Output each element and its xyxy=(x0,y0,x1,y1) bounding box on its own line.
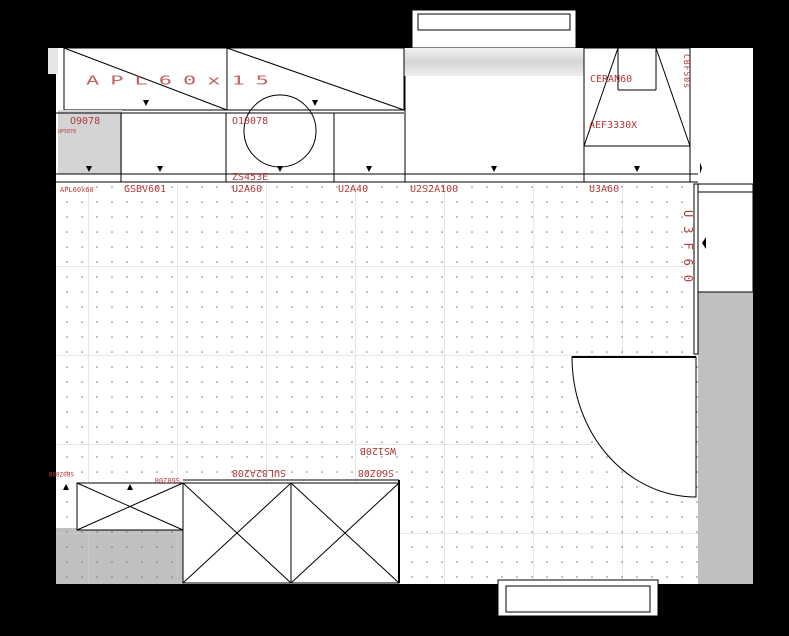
label-cbf50s: CBF50s xyxy=(682,54,691,89)
round-wall-unit xyxy=(243,94,317,168)
right-side-panel xyxy=(693,183,699,355)
label-o9078: O9078 xyxy=(70,116,100,127)
label-island-2: SUL82A208 xyxy=(232,467,286,478)
label-ceran60: CERAN60 xyxy=(590,74,632,85)
label-o10078: O10078 xyxy=(232,116,268,127)
label-island-1: S60Z08 xyxy=(155,476,180,484)
label-u2s2a100: U2S2A100 xyxy=(410,184,458,195)
top-window xyxy=(411,9,577,49)
cooker-hood xyxy=(583,47,691,147)
left-edge-band xyxy=(48,48,58,74)
wall-cabinet-top: APL60x15 xyxy=(63,47,405,111)
right-tall-cabinet xyxy=(697,183,754,293)
label-op5078: OP5078 xyxy=(58,129,76,135)
label-apl60x15: APL60x15 xyxy=(86,74,280,88)
label-zs453e: ZS453E xyxy=(232,172,268,183)
label-island-3: S60Z08 xyxy=(358,467,394,478)
label-left-small: SB0Z88B xyxy=(48,470,74,477)
label-u2a40: U2A40 xyxy=(338,184,368,195)
right-wall xyxy=(698,292,753,584)
label-u3a60: U3A60 xyxy=(589,184,619,195)
island-center xyxy=(182,479,400,584)
door-swing xyxy=(571,356,697,498)
label-gsbv601: GSBV601 xyxy=(124,184,166,195)
label-apl60x60: APL60x60 xyxy=(60,186,94,194)
label-u2a60: U2A60 xyxy=(232,184,262,195)
island-left-small xyxy=(63,482,184,531)
label-aef3330x: AEF3330X xyxy=(589,120,637,131)
bottom-window xyxy=(497,579,659,617)
label-u3f60: U3F60 xyxy=(681,210,695,291)
label-island-4: WS120B xyxy=(360,445,396,456)
ceiling-band xyxy=(404,48,584,76)
